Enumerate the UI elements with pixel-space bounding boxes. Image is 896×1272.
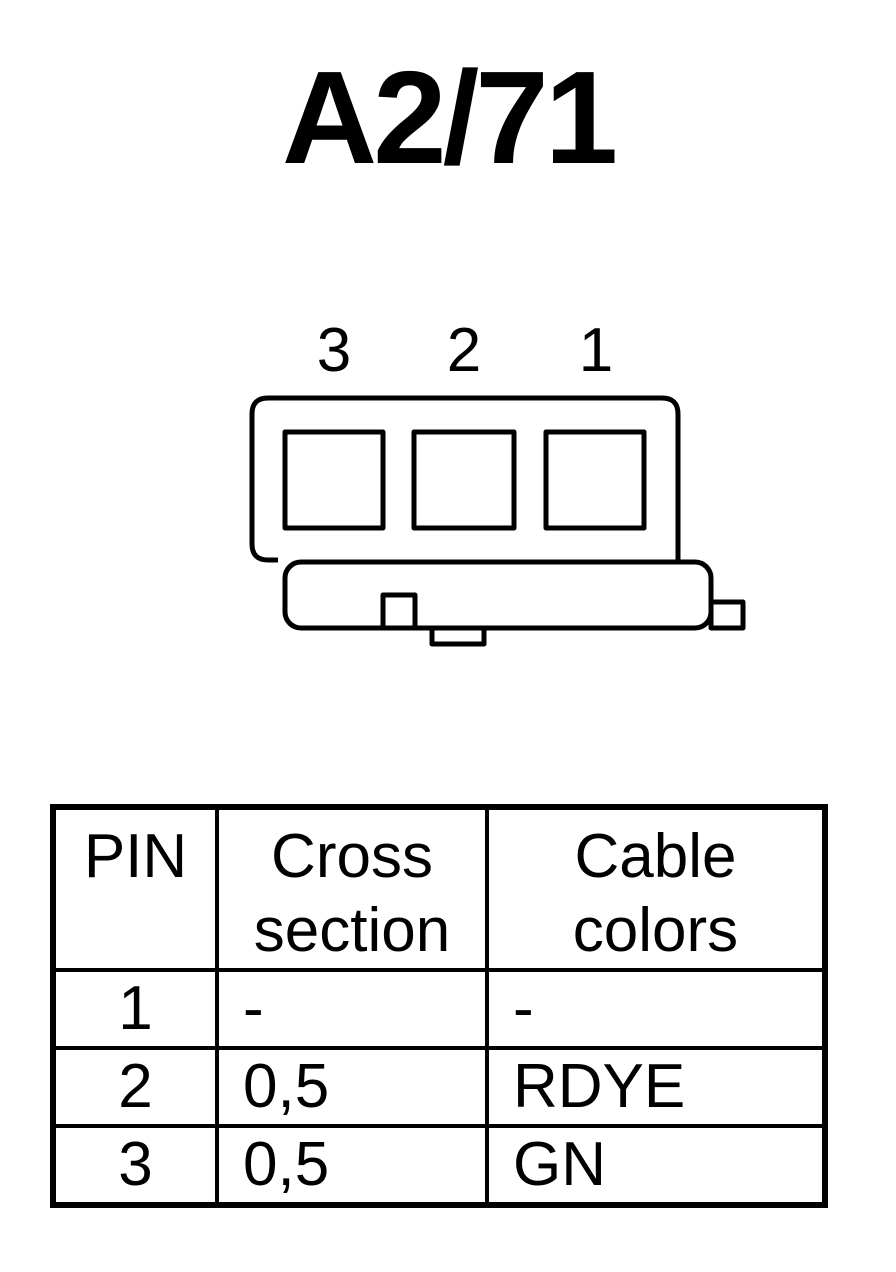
table-row: 1 - -: [51, 968, 827, 1050]
cell-cable-color: GN: [485, 1124, 827, 1207]
connector-diagram: [249, 395, 746, 647]
connector-housing: [249, 395, 681, 563]
pin-label-1: 1: [578, 316, 614, 385]
latch-notch: [380, 592, 418, 631]
cell-cross-section: 0,5: [215, 1046, 489, 1128]
header-cable-colors: Cable colors: [485, 805, 827, 972]
pin-label-3: 3: [316, 316, 352, 385]
cell-cross-section: 0,5: [215, 1124, 489, 1207]
pin-cavity-3: [282, 429, 386, 531]
pin-label-2: 2: [446, 316, 482, 385]
cell-pin: 1: [51, 968, 219, 1050]
cell-cable-color: RDYE: [485, 1046, 827, 1128]
cell-cable-color: -: [485, 968, 827, 1050]
pin-cavity-2: [411, 429, 517, 531]
pin-cavity-1: [543, 429, 647, 531]
connector-title: A2/71: [281, 44, 618, 191]
cell-pin: 2: [51, 1046, 219, 1128]
cell-cross-section: -: [215, 968, 489, 1050]
table-row: 3 0,5 GN: [51, 1124, 827, 1207]
connector-latch: [282, 559, 714, 631]
cell-pin: 3: [51, 1124, 219, 1207]
table-row: 2 0,5 RDYE: [51, 1046, 827, 1128]
header-pin: PIN: [51, 805, 219, 972]
table-header-row: PIN Cross section Cable colors: [51, 805, 827, 972]
header-cross-section: Cross section: [215, 805, 489, 972]
connector-side-tab: [708, 599, 746, 631]
pin-assignment-table: PIN Cross section Cable colors 1 - - 2 0…: [50, 804, 828, 1208]
connector-key: [429, 625, 487, 647]
